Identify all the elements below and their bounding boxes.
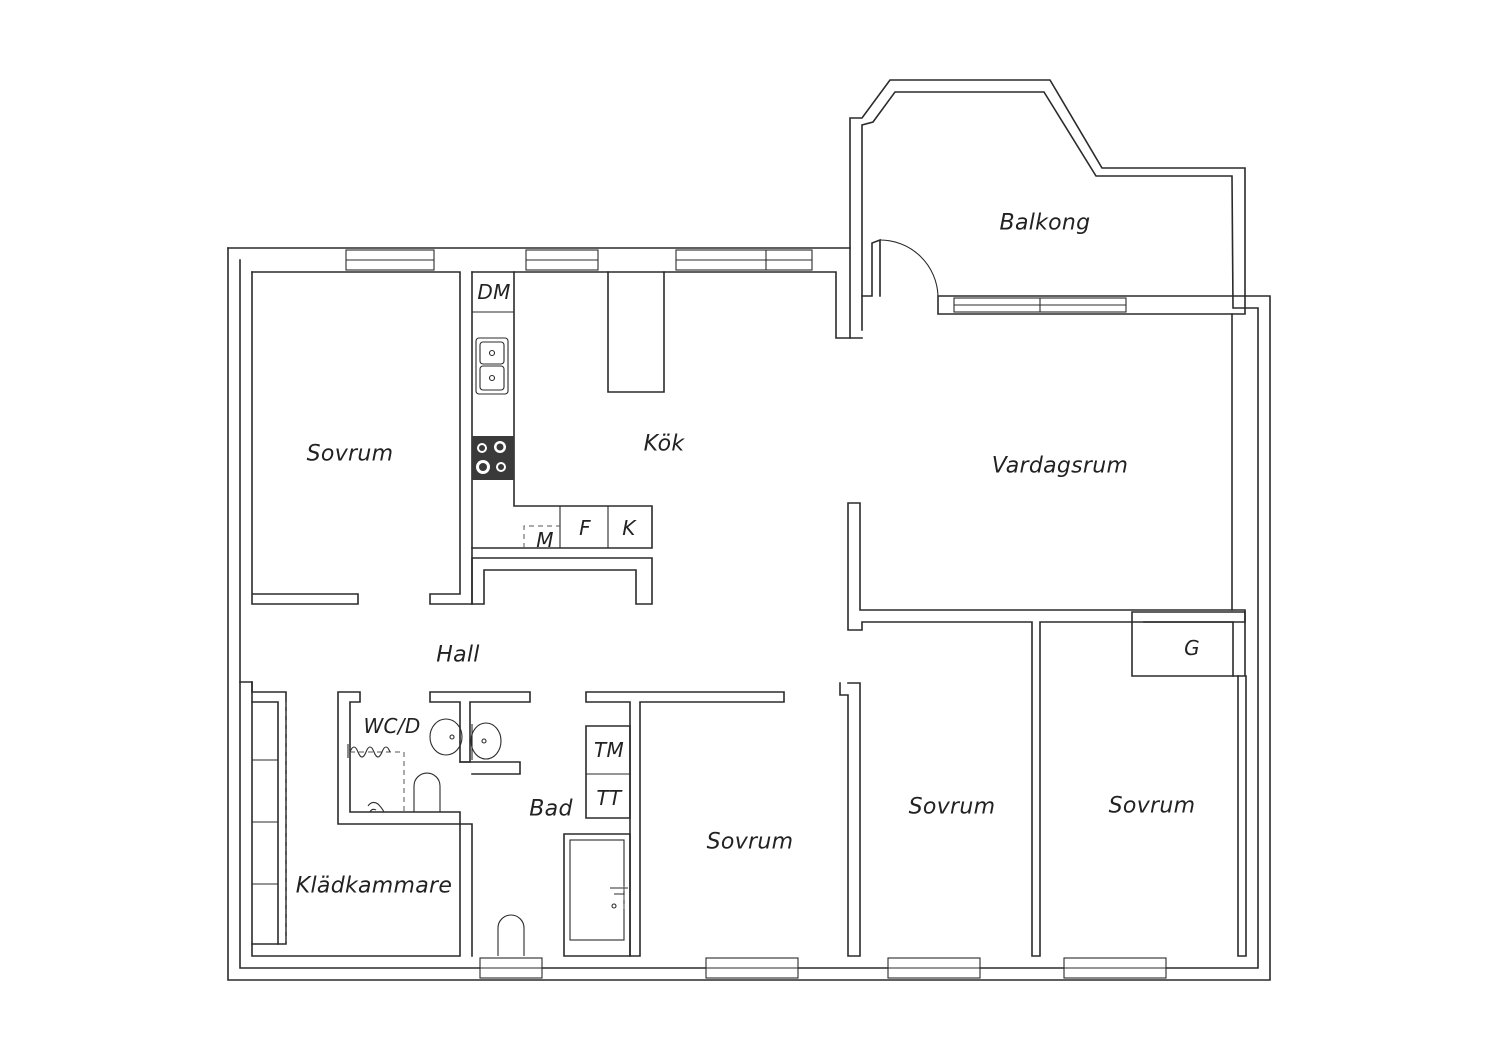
room-label-balkong: Balkong (999, 210, 1091, 236)
door-swing-icon (879, 239, 939, 297)
fixture-label-dm: DM (477, 280, 511, 304)
fixture-label-g: G (1184, 636, 1200, 660)
room-label-sovrum: Sovrum (706, 829, 794, 855)
fixture-label-f: F (579, 516, 591, 540)
room-label-sovrum: Sovrum (1108, 793, 1196, 819)
window-icon (345, 249, 1167, 979)
shower-icon (349, 746, 391, 758)
fixture-label-tt: TT (596, 786, 622, 810)
bathtub (569, 839, 625, 941)
room-label-kok: Kök (643, 431, 685, 457)
room-label-hall: Hall (436, 642, 480, 668)
sink-icon (475, 337, 509, 395)
toilet-icon (413, 772, 441, 812)
room-label-sovrum: Sovrum (306, 441, 394, 467)
room-label-wc-d: WC/D (363, 714, 421, 738)
interior-walls (239, 271, 1247, 957)
stove-icon (472, 436, 514, 480)
room-label-vardagsrum: Vardagsrum (991, 453, 1129, 479)
fixture-label-k: K (622, 516, 636, 540)
fixture-label-m: M (536, 528, 554, 552)
closet-shelves (252, 702, 287, 944)
kitchen-fixtures (472, 311, 609, 548)
toilet-icon (497, 914, 525, 956)
room-label-bad: Bad (529, 796, 573, 822)
fixture-label-tm: TM (593, 738, 625, 762)
washbasin-icon (429, 718, 463, 756)
bath-fixtures (470, 722, 628, 956)
room-label-kladkammare: Klädkammare (295, 873, 453, 899)
room-label-sovrum: Sovrum (908, 794, 996, 820)
wc-fixtures (347, 718, 463, 813)
washbasin-icon (470, 722, 502, 760)
